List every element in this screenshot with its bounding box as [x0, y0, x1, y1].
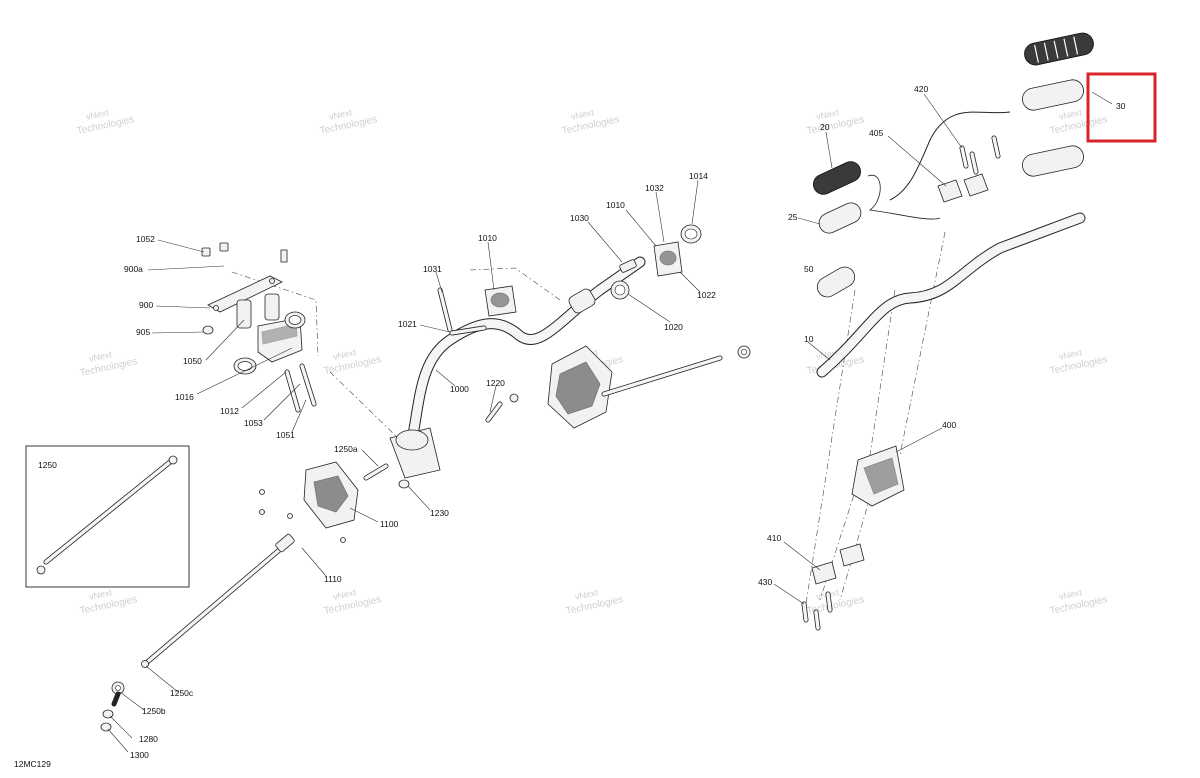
callout-1052: 1052: [136, 234, 155, 244]
upper-clamp-assembly: [201, 242, 317, 413]
inset-label: 1250: [38, 460, 57, 470]
gear-housing-right: [547, 345, 751, 429]
callout-410: 410: [767, 533, 781, 543]
grip-sleeve-part: [1022, 145, 1084, 177]
watermark-line-1: vNext: [1058, 347, 1083, 362]
gear-housing-1100: [259, 461, 359, 543]
callout-1100: 1100: [380, 519, 399, 529]
lower-shaft-assembly: [100, 533, 295, 732]
handlebar-assembly: [801, 32, 1094, 631]
callout-labels: 1052 900a 900 905 1050 1016 1012 1053 10…: [124, 84, 1126, 760]
callout-1021: 1021: [398, 319, 417, 329]
grip-part: [1024, 32, 1094, 66]
assembly-line: [869, 289, 896, 456]
clamp-cap-part: [963, 173, 989, 197]
stud-part: [280, 249, 288, 263]
callout-400: 400: [942, 420, 956, 430]
callout-30: 30: [1116, 101, 1126, 111]
reference-code: 12MC129: [14, 759, 51, 769]
nut-part: [201, 247, 211, 257]
callout-1010-left: 1010: [478, 233, 497, 243]
watermark-line-1: vNext: [88, 587, 113, 602]
riser-part: [851, 445, 905, 507]
grip-sleeve-part: [818, 202, 862, 234]
watermark-line-1: vNext: [88, 349, 113, 364]
inset-frame: [25, 445, 190, 588]
callout-1032: 1032: [645, 183, 664, 193]
callout-1250a: 1250a: [334, 444, 358, 454]
watermark-line-1: vNext: [332, 587, 357, 602]
callout-1220: 1220: [486, 378, 505, 388]
nut-part: [219, 242, 229, 252]
bushing-part: [568, 288, 596, 314]
watermark-layer: vNext Technologies vNext Technologies vN…: [76, 107, 1108, 617]
bracket-hole: [269, 278, 275, 284]
lower-clamp-cap: [811, 561, 837, 585]
watermark-line-1: vNext: [328, 107, 353, 122]
callout-1051: 1051: [276, 430, 295, 440]
assembly-line: [899, 231, 946, 456]
watermark-line-1: vNext: [1058, 107, 1083, 122]
callout-1012: 1012: [220, 406, 239, 416]
washer-part: [398, 479, 410, 489]
steering-column-assembly: [363, 224, 702, 489]
grip-sleeve-part: [1022, 79, 1084, 111]
callout-25: 25: [788, 212, 798, 222]
callout-1053: 1053: [244, 418, 263, 428]
lower-clamp-cap: [839, 543, 865, 567]
callout-1022: 1022: [697, 290, 716, 300]
callout-905: 905: [136, 327, 150, 337]
callout-1280: 1280: [139, 734, 158, 744]
washer-part: [202, 325, 214, 335]
leader-lines: [107, 91, 1113, 753]
watermark-line-1: vNext: [85, 107, 110, 122]
callout-900a: 900a: [124, 264, 143, 274]
sleeve-part: [619, 259, 637, 273]
callout-1030: 1030: [570, 213, 589, 223]
watermark-line-1: vNext: [574, 587, 599, 602]
highlight-box-callout-30: [1086, 72, 1157, 143]
bracket-hole: [213, 305, 219, 311]
callout-1010-right: 1010: [606, 200, 625, 210]
clamp-cap-part: [937, 179, 963, 203]
callout-1014: 1014: [689, 171, 708, 181]
bushing-part: [236, 299, 252, 329]
bushing-part: [264, 293, 280, 321]
throttle-cable: [889, 111, 1011, 201]
callout-1250c: 1250c: [170, 688, 194, 698]
callout-420: 420: [914, 84, 928, 94]
callout-900: 900: [139, 300, 153, 310]
grip-sleeve-part: [816, 266, 856, 298]
callout-50: 50: [804, 264, 814, 274]
callout-1016: 1016: [175, 392, 194, 402]
callout-1230: 1230: [430, 508, 449, 518]
callout-430: 430: [758, 577, 772, 587]
callout-1110: 1110: [324, 574, 342, 584]
watermark-line-1: vNext: [815, 107, 840, 122]
grip-part: [813, 161, 861, 195]
assembly-line: [469, 267, 561, 301]
callout-1300: 1300: [130, 750, 149, 760]
callout-1020: 1020: [664, 322, 683, 332]
callout-405: 405: [869, 128, 883, 138]
lower-clamp-bore: [395, 429, 429, 451]
callout-1031: 1031: [423, 264, 442, 274]
callout-1000: 1000: [450, 384, 469, 394]
watermark-line-1: vNext: [570, 107, 595, 122]
watermark-line-1: vNext: [1058, 587, 1083, 602]
inset-panel: 1250: [25, 445, 190, 588]
handlebar-tube: [816, 212, 1086, 378]
callout-1050: 1050: [183, 356, 202, 366]
clamp-shadow: [261, 323, 298, 345]
watermark-line-1: vNext: [332, 347, 357, 362]
callout-20: 20: [820, 122, 830, 132]
assembly-line: [329, 371, 401, 441]
callout-10: 10: [804, 334, 814, 344]
callout-1250b: 1250b: [142, 706, 166, 716]
shaft-collar: [275, 533, 295, 553]
